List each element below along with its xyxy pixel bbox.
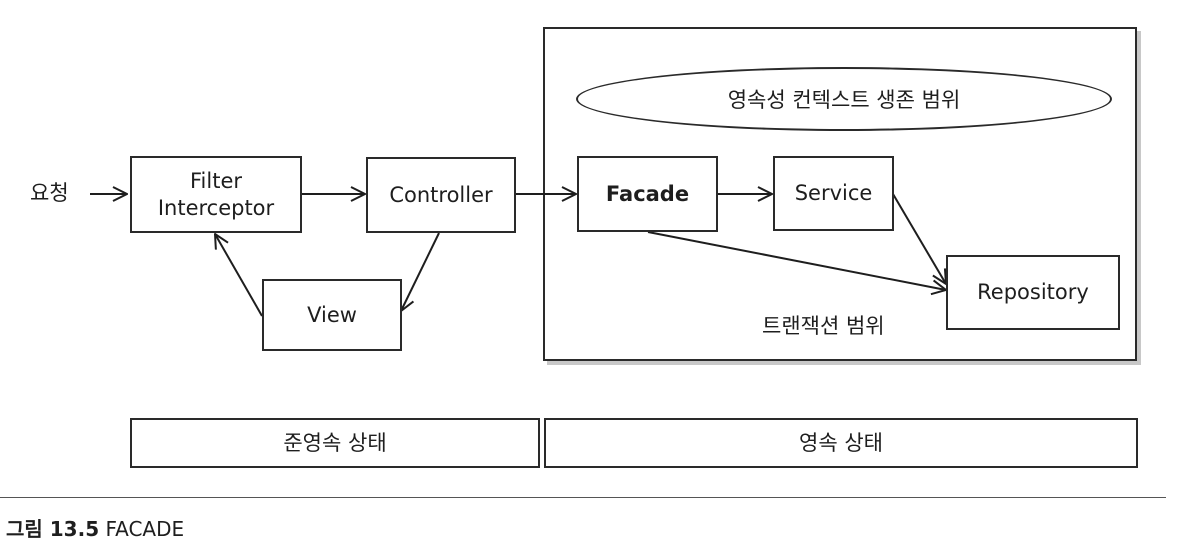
service-label: Service xyxy=(794,181,873,205)
interceptor-label: Interceptor xyxy=(157,195,275,220)
arrow-view-to-filter xyxy=(215,234,263,317)
figure-caption: 그림 13.5 FACADE xyxy=(6,519,184,539)
arrow-controller-to-view xyxy=(401,232,440,311)
facade-label: Facade xyxy=(605,181,690,206)
persistent-state-label: 영속 상태 xyxy=(799,430,883,455)
repository-box: Repository xyxy=(946,255,1120,330)
figure-title: FACADE xyxy=(105,517,185,541)
filter-interceptor-box: Filter Interceptor xyxy=(130,156,302,233)
caption-rule xyxy=(0,497,1166,498)
view-label: View xyxy=(307,302,357,327)
request-label: 요청 xyxy=(30,181,69,205)
service-box: Service xyxy=(773,156,894,231)
quasi-persistent-state-label: 준영속 상태 xyxy=(283,430,387,455)
facade-box: Facade xyxy=(577,156,718,232)
filter-label: Filter xyxy=(189,168,242,193)
quasi-persistent-state-bar: 준영속 상태 xyxy=(130,418,540,468)
persistence-context-scope-label: 영속성 컨텍스트 생존 범위 xyxy=(727,88,961,112)
controller-box: Controller xyxy=(366,157,516,233)
repository-label: Repository xyxy=(977,280,1089,304)
transaction-scope-label: 트랜잭션 범위 xyxy=(762,314,885,338)
view-box: View xyxy=(262,279,402,351)
figure-number: 그림 13.5 xyxy=(6,517,100,541)
persistent-state-bar: 영속 상태 xyxy=(544,418,1138,468)
persistence-context-scope: 영속성 컨텍스트 생존 범위 xyxy=(576,67,1112,131)
controller-label: Controller xyxy=(389,182,493,207)
